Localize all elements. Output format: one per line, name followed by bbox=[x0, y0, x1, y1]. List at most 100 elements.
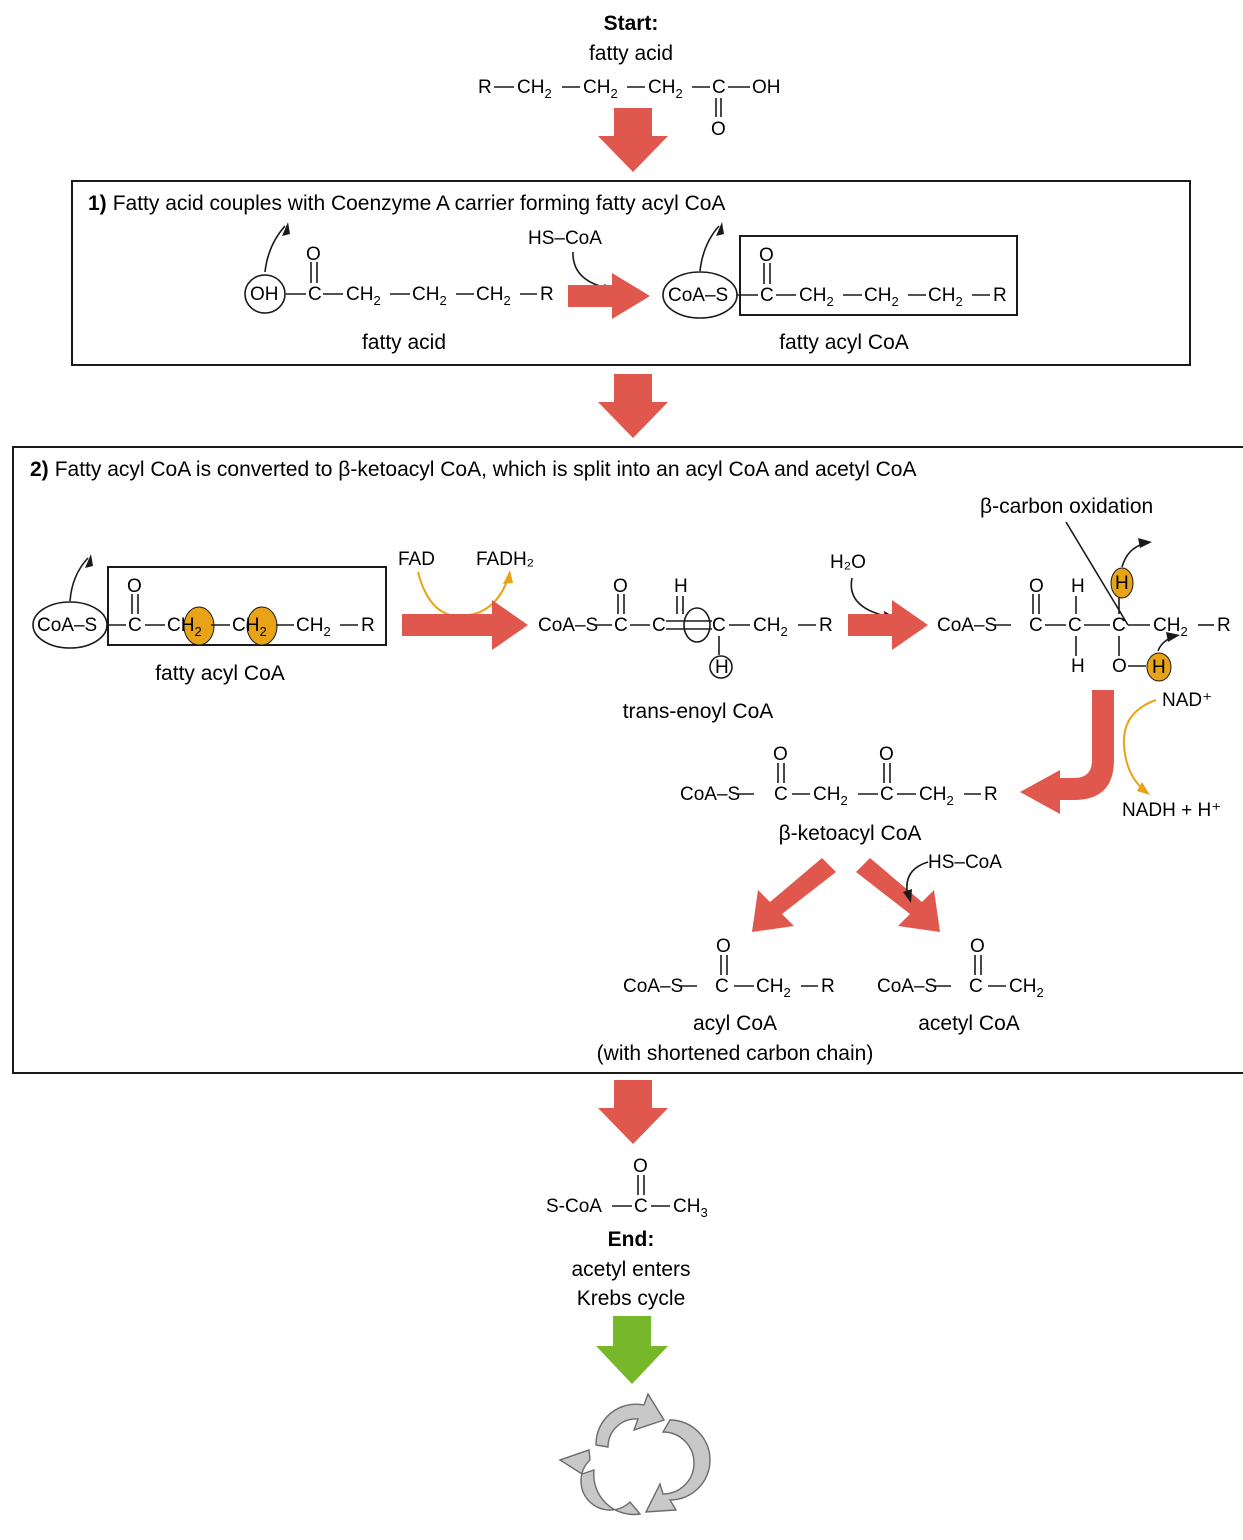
svg-text:C: C bbox=[715, 976, 729, 997]
svg-text:CH2: CH2 bbox=[928, 285, 963, 309]
svg-text:OH: OH bbox=[752, 77, 781, 98]
svg-text:CH2: CH2 bbox=[813, 784, 848, 808]
svg-text:R: R bbox=[478, 77, 492, 98]
svg-text:C: C bbox=[880, 784, 894, 805]
svg-text:O: O bbox=[711, 119, 726, 140]
step2-box bbox=[12, 446, 1243, 1074]
acyl-label: acyl CoA bbox=[693, 1012, 777, 1035]
svg-text:O: O bbox=[759, 245, 774, 266]
svg-text:O: O bbox=[633, 1156, 648, 1177]
svg-text:C: C bbox=[652, 615, 666, 636]
acyl-coa-formula: CoA–S C O CH2 R bbox=[623, 936, 835, 1000]
flow-arrow-2 bbox=[598, 374, 668, 438]
step1-fatty-acid-formula: OH C O CH2 CH2 CH2 R bbox=[244, 222, 554, 314]
end-heading: End: bbox=[608, 1228, 655, 1251]
split-hs-coa: HS–CoA bbox=[928, 852, 1002, 873]
flow-arrow-1 bbox=[598, 108, 668, 172]
svg-text:CH2: CH2 bbox=[753, 615, 788, 639]
svg-text:R: R bbox=[821, 976, 835, 997]
svg-text:C: C bbox=[128, 615, 142, 636]
svg-text:O: O bbox=[306, 244, 321, 265]
ketoacyl-label: β-ketoacyl CoA bbox=[779, 822, 922, 845]
svg-text:R: R bbox=[1217, 615, 1231, 636]
svg-text:H: H bbox=[1115, 573, 1129, 594]
svg-text:O: O bbox=[1112, 656, 1127, 677]
svg-text:R: R bbox=[540, 284, 554, 305]
svg-text:R: R bbox=[993, 285, 1007, 306]
step1-fatty-acyl-coa-formula: CoA–S C O CH2 CH2 CH2 R bbox=[662, 222, 1018, 319]
cycle-icon bbox=[558, 1392, 711, 1516]
svg-text:CH2: CH2 bbox=[476, 284, 511, 308]
svg-text:R: R bbox=[984, 784, 998, 805]
step1-reaction-arrow bbox=[568, 273, 650, 319]
fad-label: FAD bbox=[398, 549, 435, 570]
svg-text:CH2: CH2 bbox=[412, 284, 447, 308]
h2o-label: H₂O bbox=[830, 552, 866, 573]
svg-text:CoA–S: CoA–S bbox=[37, 615, 97, 636]
svg-text:O: O bbox=[1029, 576, 1044, 597]
oh-label: OH bbox=[250, 284, 279, 305]
svg-text:O: O bbox=[879, 744, 894, 765]
svg-text:O: O bbox=[970, 936, 985, 957]
acetyl-label: acetyl CoA bbox=[918, 1012, 1020, 1035]
svg-text:CH2: CH2 bbox=[919, 784, 954, 808]
end-acetyl-formula: S-CoA C O CH3 bbox=[546, 1156, 708, 1220]
start-label: fatty acid bbox=[589, 42, 673, 65]
fadh2-label: FADH₂ bbox=[476, 549, 534, 570]
split-arrow-left bbox=[752, 858, 836, 932]
end-line1: acetyl enters bbox=[571, 1258, 690, 1281]
step1-reagent: HS–CoA bbox=[528, 228, 602, 249]
step2-title: 2)Fatty acyl CoA is converted to β-ketoa… bbox=[30, 458, 917, 481]
svg-text:C: C bbox=[1029, 615, 1043, 636]
svg-text:C: C bbox=[712, 615, 726, 636]
step1-title: 1)Fatty acid couples with Coenzyme A car… bbox=[88, 192, 725, 215]
krebs-arrow bbox=[596, 1316, 668, 1384]
step2-fatty-acyl-coa-formula: CoA–S C O CH2 CH2 CH2 R bbox=[32, 554, 387, 649]
svg-text:H: H bbox=[715, 657, 729, 678]
start-heading: Start: bbox=[604, 12, 659, 35]
nad-label: NAD⁺ bbox=[1162, 690, 1212, 711]
svg-text:H: H bbox=[1071, 656, 1085, 677]
acetyl-coa-formula: CoA–S C O CH2 bbox=[877, 936, 1044, 1000]
coa-s-label: CoA–S bbox=[668, 285, 728, 306]
svg-text:CH2: CH2 bbox=[1009, 976, 1044, 1000]
acyl-sub-label: (with shortened carbon chain) bbox=[597, 1042, 874, 1065]
end-line2: Krebs cycle bbox=[577, 1287, 686, 1310]
svg-text:CH2: CH2 bbox=[864, 285, 899, 309]
svg-text:H: H bbox=[674, 576, 688, 597]
nadh-label: NADH + H⁺ bbox=[1122, 800, 1221, 821]
svg-text:H: H bbox=[1152, 657, 1166, 678]
svg-text:R: R bbox=[361, 615, 375, 636]
split-arrow-right bbox=[856, 858, 940, 932]
trans-enoyl-label: trans-enoyl CoA bbox=[623, 700, 774, 723]
svg-text:CH2: CH2 bbox=[648, 77, 683, 101]
step1-right-label: fatty acyl CoA bbox=[779, 331, 909, 354]
svg-text:CH2: CH2 bbox=[756, 976, 791, 1000]
fatty-acyl-coa-label: fatty acyl CoA bbox=[155, 662, 285, 685]
svg-text:C: C bbox=[1112, 615, 1126, 636]
svg-text:O: O bbox=[716, 936, 731, 957]
svg-text:C: C bbox=[308, 284, 322, 305]
svg-text:CH2: CH2 bbox=[1153, 615, 1188, 639]
beta-oxidation-label: β-carbon oxidation bbox=[980, 495, 1153, 518]
svg-text:CH3: CH3 bbox=[673, 1196, 708, 1220]
svg-text:CH2: CH2 bbox=[517, 77, 552, 101]
svg-text:O: O bbox=[127, 576, 142, 597]
svg-text:H: H bbox=[1071, 576, 1085, 597]
svg-text:CoA–S: CoA–S bbox=[937, 615, 997, 636]
trans-enoyl-coa-formula: CoA–S C O C H C H CH2 R bbox=[538, 576, 833, 679]
flow-arrow-3 bbox=[598, 1080, 668, 1144]
svg-text:CH2: CH2 bbox=[799, 285, 834, 309]
svg-text:CH2: CH2 bbox=[346, 284, 381, 308]
fad-reaction-arrow bbox=[402, 600, 528, 650]
svg-text:CoA–S: CoA–S bbox=[538, 615, 598, 636]
nad-reaction-arrow bbox=[1020, 690, 1114, 814]
end-s-coa: S-CoA bbox=[546, 1196, 602, 1217]
svg-text:C: C bbox=[712, 77, 726, 98]
svg-text:CoA–S: CoA–S bbox=[680, 784, 740, 805]
hydroxyacyl-coa-formula: CoA–S C O C H H C H O H CH2 R bbox=[937, 538, 1231, 682]
step1-box bbox=[71, 180, 1191, 366]
svg-text:C: C bbox=[760, 285, 774, 306]
svg-text:O: O bbox=[773, 744, 788, 765]
